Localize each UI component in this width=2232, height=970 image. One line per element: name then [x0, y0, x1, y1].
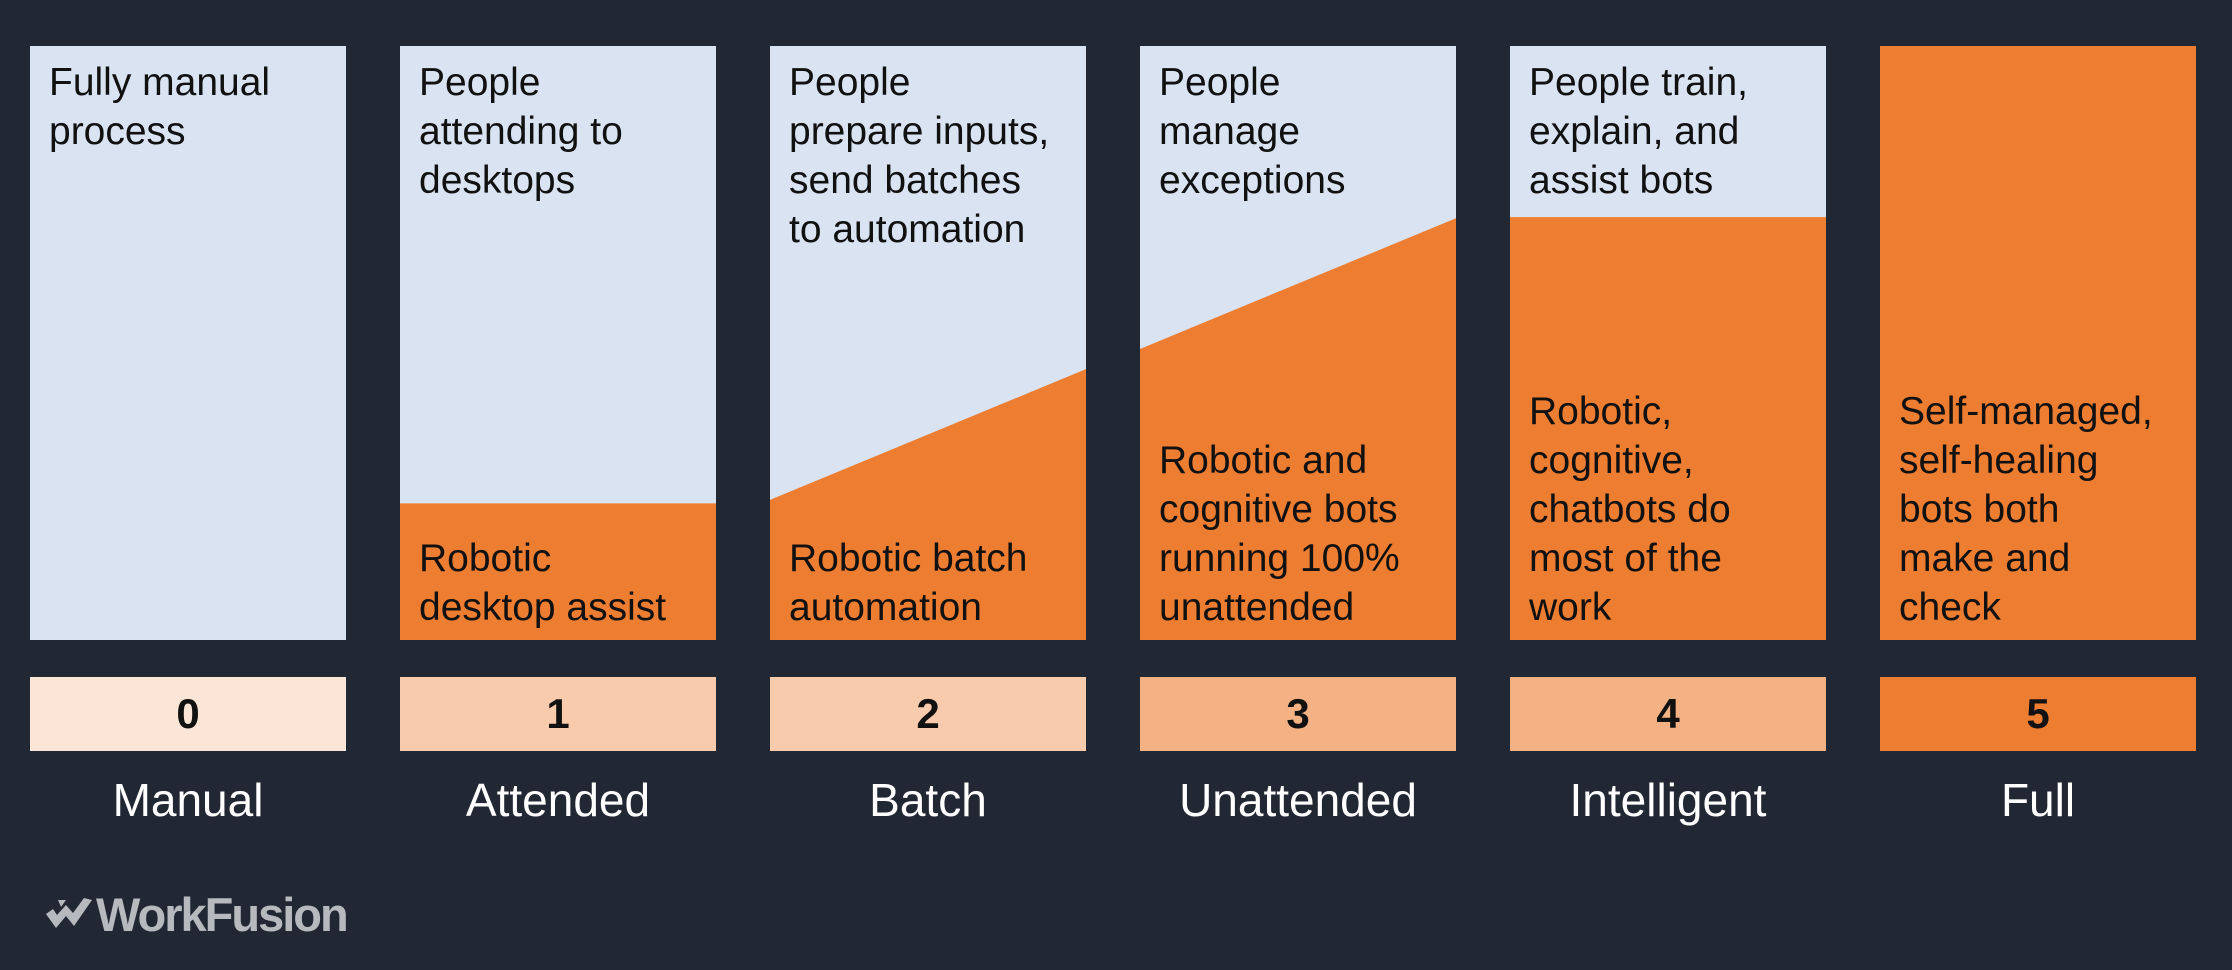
people-role-line: desktops [419, 159, 576, 202]
robot-role-text: Robotic desktop assist [419, 534, 704, 632]
level-number: 4 [1656, 690, 1680, 737]
panel-split-graphic [770, 46, 1086, 640]
robot-role-line: desktop assist [419, 586, 667, 629]
people-role-line: People train, [1529, 61, 1748, 104]
people-area [30, 46, 346, 640]
panel-split-graphic [30, 46, 346, 640]
robot-role-text: Self-managed, self-healing bots both mak… [1899, 387, 2184, 632]
level-name: Batch [869, 774, 987, 826]
logo-wordmark: WorkFusion [96, 887, 349, 941]
level-number: 2 [916, 690, 940, 737]
robot-area [770, 369, 1086, 640]
workfusion-logo: WorkFusion [44, 884, 349, 944]
robot-role-line: Self-managed, [1899, 390, 2153, 433]
people-role-text: People prepare inputs, send batches to a… [789, 58, 1074, 254]
level-number: 1 [546, 690, 570, 737]
level-number: 3 [1286, 690, 1310, 737]
people-role-line: Fully manual [49, 61, 271, 104]
robot-role-line: Robotic and [1159, 439, 1368, 482]
level-column-1: People attending to desktops Robotic des… [400, 0, 716, 970]
level-panel: People train, explain, and assist bots R… [1510, 46, 1826, 640]
level-column-5: Self-managed, self-healing bots both mak… [1880, 0, 2196, 970]
robot-role-text: Robotic batch automation [789, 534, 1074, 632]
level-panel: Self-managed, self-healing bots both mak… [1880, 46, 2196, 640]
level-column-3: People manage exceptions Robotic and cog… [1140, 0, 1456, 970]
level-number: 5 [2026, 690, 2050, 737]
robot-role-text: Robotic, cognitive, chatbots do most of … [1529, 387, 1814, 632]
workfusion-check-logo-icon [46, 898, 92, 928]
level-number-box: 1 [400, 677, 716, 751]
people-role-line: prepare inputs, [789, 110, 1050, 153]
people-role-text: Fully manual process [49, 58, 334, 156]
level-panel: People prepare inputs, send batches to a… [770, 46, 1086, 640]
robot-role-line: bots both [1899, 488, 2060, 531]
level-name: Attended [465, 774, 651, 826]
robot-role-line: most of the [1529, 537, 1722, 580]
level-number-box: 2 [770, 677, 1086, 751]
level-column-0: Fully manual process 0 Manual [30, 0, 346, 970]
people-role-line: explain, and [1529, 110, 1740, 153]
panel-split-graphic [1140, 46, 1456, 640]
people-role-line: to automation [789, 208, 1026, 251]
robot-role-line: self-healing [1899, 439, 2099, 482]
robot-role-text: Robotic and cognitive bots running 100% … [1159, 436, 1444, 632]
people-role-line: process [49, 110, 186, 153]
robot-area [1880, 46, 2196, 640]
level-column-2: People prepare inputs, send batches to a… [770, 0, 1086, 970]
panel-split-graphic [1510, 46, 1826, 640]
people-role-line: People [1159, 61, 1281, 104]
people-role-line: People [419, 61, 541, 104]
robot-role-line: automation [789, 586, 982, 629]
panel-split-graphic [400, 46, 716, 640]
people-role-line: manage [1159, 110, 1300, 153]
robot-role-line: Robotic, [1529, 390, 1673, 433]
level-panel: Fully manual process [30, 46, 346, 640]
level-panel: People manage exceptions Robotic and cog… [1140, 46, 1456, 640]
robot-role-line: chatbots do [1529, 488, 1731, 531]
level-name: Manual [112, 774, 264, 826]
level-number-box: 0 [30, 677, 346, 751]
people-role-line: assist bots [1529, 159, 1714, 202]
robot-role-line: cognitive bots [1159, 488, 1398, 531]
level-name: Intelligent [1569, 774, 1767, 826]
level-panel: People attending to desktops Robotic des… [400, 46, 716, 640]
level-column-4: People train, explain, and assist bots R… [1510, 0, 1826, 970]
robot-role-line: Robotic [419, 537, 552, 580]
level-number-box: 4 [1510, 677, 1826, 751]
people-role-line: People [789, 61, 911, 104]
people-role-line: attending to [419, 110, 623, 153]
robot-area [1140, 218, 1456, 640]
level-name: Full [2000, 774, 2076, 826]
robot-area [1510, 217, 1826, 640]
people-role-text: People manage exceptions [1159, 58, 1444, 205]
people-role-text: People train, explain, and assist bots [1529, 58, 1814, 205]
people-role-line: send batches [789, 159, 1022, 202]
people-role-text: People attending to desktops [419, 58, 704, 205]
people-role-line: exceptions [1159, 159, 1346, 202]
panel-split-graphic [1880, 46, 2196, 640]
robot-role-line: cognitive, [1529, 439, 1694, 482]
robot-role-line: running 100% [1159, 537, 1400, 580]
robot-role-line: unattended [1159, 586, 1355, 629]
level-number: 0 [176, 690, 200, 737]
level-number-box: 3 [1140, 677, 1456, 751]
robot-role-line: work [1529, 586, 1612, 629]
level-name: Unattended [1179, 774, 1417, 826]
robot-area [400, 503, 716, 640]
level-number-box: 5 [1880, 677, 2196, 751]
robot-role-line: make and [1899, 537, 2071, 580]
robot-role-line: check [1899, 586, 2001, 629]
robot-role-line: Robotic batch [789, 537, 1028, 580]
